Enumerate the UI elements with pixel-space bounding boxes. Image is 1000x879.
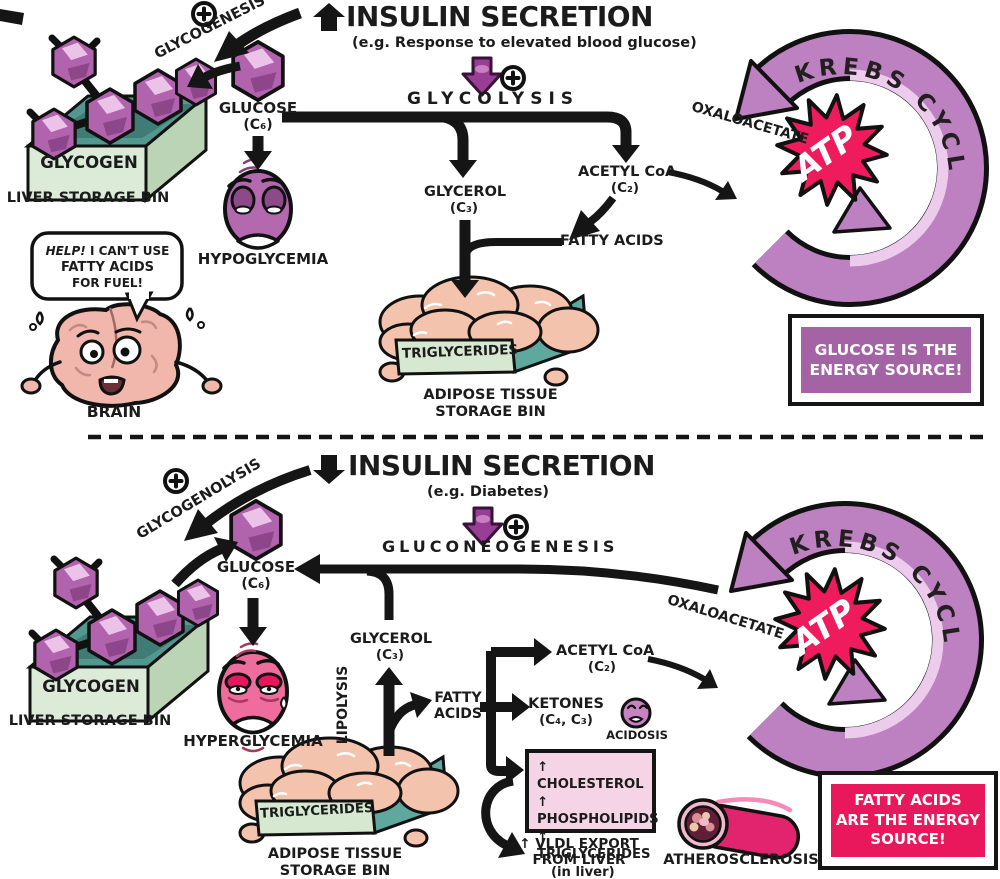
- adipose-bin-label-top: ADIPOSE TISSUE STORAGE BIN: [413, 387, 568, 421]
- acidosis-face: [620, 697, 652, 729]
- acetyl-formula-bottom: (C₂): [587, 659, 617, 675]
- hypoglycemia-face: [223, 158, 293, 250]
- fatty-energy-box: FATTY ACIDS ARE THE ENERGY SOURCE!: [818, 771, 998, 870]
- glycerol-label-top: GLYCEROL: [424, 184, 507, 200]
- lipid-increase-box: ↑ CHOLESTEROL ↑ PHOSPHOLIPIDS ↑ TRIGLYCE…: [525, 749, 659, 879]
- glycogen-label-top: GLYCOGEN: [40, 153, 138, 172]
- top-subtitle: (e.g. Response to elevated blood glucose…: [352, 35, 697, 51]
- triglycerides-adipose-bin-top: [378, 275, 600, 387]
- glycogen-liver-bin-top: [28, 37, 216, 200]
- glycerol-formula-bottom: (C₃): [375, 647, 405, 663]
- gluconeogenesis-label: GLUCONEOGENESIS: [382, 537, 619, 556]
- fatty-acids-label-top: FATTY ACIDS: [560, 233, 664, 249]
- vldl-line2: FROM LIVER: [532, 851, 626, 868]
- glucose-formula-bottom: (C₆): [241, 576, 271, 592]
- fatty-line2: ACIDS: [433, 706, 483, 723]
- bubble-help: HELP!: [45, 244, 86, 258]
- adipose-line1-bottom: ADIPOSE TISSUE: [267, 846, 403, 862]
- bubble-rest1: I CAN'T USE: [85, 244, 170, 258]
- adipose-bin-label-bottom: ADIPOSE TISSUE STORAGE BIN: [256, 846, 414, 879]
- acetyl-coa-label-top: ACETYL CoA: [578, 164, 677, 180]
- lipid-line3: ↑ TRIGLYCERIDES: [537, 829, 651, 863]
- triglycerides-adipose-bin-bottom: [238, 736, 460, 848]
- glucose-formula-top: (C₆): [243, 117, 273, 133]
- acetyl-coa-label-bottom: ACETYL CoA: [556, 643, 655, 659]
- hyperglycemia-face: [217, 642, 289, 753]
- ketones-formula: (C₄, C₃): [539, 712, 593, 728]
- arrows-top: [187, 7, 737, 298]
- glucose-molecule-bottom: [229, 498, 283, 562]
- bubble-text-line2: FATTY ACIDS: [60, 260, 154, 275]
- brain-label: BRAIN: [86, 403, 142, 421]
- acetyl-formula-top: (C₂): [610, 180, 640, 196]
- bottom-title: INSULIN SECRETION: [348, 449, 655, 482]
- corner-mark: [0, 9, 24, 25]
- insulin-down-arrow-icon: [313, 455, 345, 484]
- fatty-energy-line3: SOURCE!: [870, 830, 946, 849]
- bubble-text-line1: HELP! I CAN'T USE: [37, 244, 178, 258]
- glucose-label-top: GLUCOSE: [218, 99, 298, 117]
- arrows-bottom: [171, 465, 719, 858]
- glycerol-label-bottom: GLYCEROL: [350, 631, 433, 647]
- lipid-line2: ↑ PHOSPHOLIPIDS: [537, 794, 659, 828]
- adipose-line2-top: STORAGE BIN: [435, 403, 546, 420]
- lipolysis-label: LIPOLYSIS: [334, 665, 351, 745]
- vldl-line1: ↑ VLDL EXPORT: [519, 836, 639, 852]
- acidosis-label: ACIDOSIS: [606, 728, 668, 742]
- glucose-label-bottom: GLUCOSE: [216, 558, 296, 576]
- glycerol-formula-top: (C₃): [449, 200, 479, 216]
- fatty-acids-label-bottom: FATTY ACIDS: [427, 690, 489, 722]
- hypoglycemia-label: HYPOGLYCEMIA: [197, 250, 329, 268]
- brain-character: [20, 302, 223, 408]
- glycolysis-arrow-icon: [461, 56, 503, 97]
- fatty-line1: FATTY: [434, 690, 482, 706]
- bubble-text-line3: FOR FUEL!: [71, 276, 144, 290]
- speech-bubble: [30, 231, 184, 323]
- atherosclerosis-vessel: [677, 797, 801, 860]
- liver-bin-label-top: LIVER STORAGE BIN: [6, 190, 170, 206]
- bottom-subtitle: (e.g. Diabetes): [427, 484, 549, 500]
- hyperglycemia-label: HYPERGLYCEMIA: [183, 732, 323, 750]
- glycogen-liver-bin-bottom: [30, 558, 218, 721]
- gluconeogenesis-arrow-icon: [462, 506, 504, 547]
- adipose-line2-bottom: STORAGE BIN: [279, 862, 391, 879]
- vldl-export-label: ↑ VLDL EXPORT FROM LIVER: [518, 836, 640, 868]
- ketones-label: KETONES: [528, 696, 604, 712]
- insulin-up-arrow-icon: [313, 3, 345, 31]
- atherosclerosis-label: ATHEROSCLEROSIS: [663, 852, 819, 868]
- lipid-line4: (in liver): [551, 864, 615, 879]
- adipose-line1-top: ADIPOSE TISSUE: [423, 387, 558, 403]
- fatty-energy-line1: FATTY ACIDS: [854, 790, 962, 809]
- glucose-energy-line2: ENERGY SOURCE!: [809, 361, 963, 379]
- glucose-energy-box: GLUCOSE IS THE ENERGY SOURCE!: [788, 314, 984, 406]
- glucose-energy-line1: GLUCOSE IS THE: [814, 340, 958, 359]
- glycogen-label-bottom: GLYCOGEN: [42, 677, 140, 696]
- lipid-line1: ↑ CHOLESTEROL: [537, 760, 644, 793]
- top-title: INSULIN SECRETION: [346, 0, 653, 33]
- glycolysis-label: GLYCOLYSIS: [406, 89, 580, 109]
- liver-bin-label-bottom: LIVER STORAGE BIN: [8, 713, 172, 729]
- fatty-energy-line2: ARE THE ENERGY: [835, 810, 981, 829]
